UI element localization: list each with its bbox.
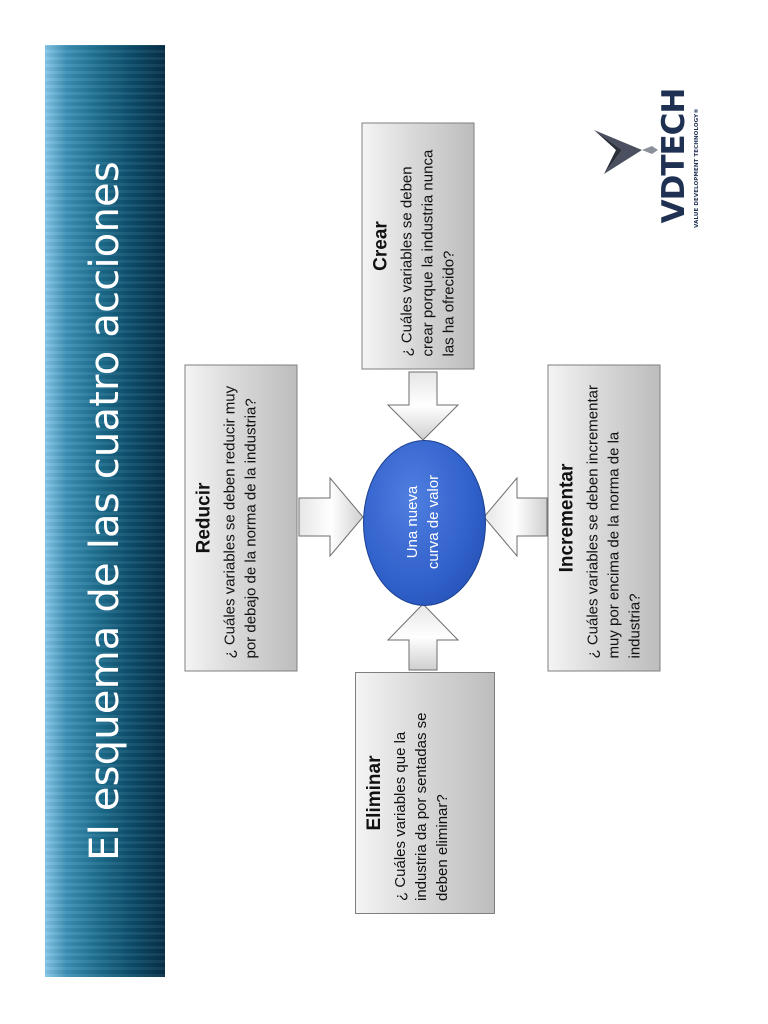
arrow-crear bbox=[386, 371, 460, 441]
title-band: El esquema de las cuatro acciones bbox=[45, 45, 165, 977]
box-incrementar: Incrementar ¿ Cuáles variables se deben … bbox=[547, 364, 661, 672]
box-crear: Crear ¿ Cuáles variables se deben crear … bbox=[361, 122, 475, 370]
box-reducir: Reducir ¿ Cuáles variables se deben redu… bbox=[184, 364, 298, 672]
box-eliminar-text: ¿ Cuáles variables que la industria da p… bbox=[392, 712, 451, 901]
logo-brand: VDTECH bbox=[656, 88, 692, 224]
center-ellipse-label: Una nueva curva de valor bbox=[402, 447, 444, 597]
box-reducir-heading: Reducir bbox=[193, 482, 215, 554]
arrow-reducir bbox=[298, 476, 364, 558]
box-reducir-text: ¿ Cuáles variables se deben reducir muy … bbox=[221, 385, 260, 659]
center-line-2: curva de valor bbox=[425, 474, 442, 570]
chevron-mark-icon bbox=[594, 130, 658, 174]
arrow-incrementar bbox=[483, 476, 548, 558]
center-ellipse bbox=[363, 440, 486, 606]
box-incrementar-text: ¿ Cuáles variables se deben incrementar … bbox=[584, 385, 644, 659]
box-eliminar-heading: Eliminar bbox=[364, 755, 385, 831]
box-incrementar-heading: Incrementar bbox=[556, 463, 578, 573]
arrow-eliminar bbox=[386, 603, 460, 671]
vdtech-logo: VDTECH VALUE DEVELOPMENT TECHNOLOGY® bbox=[588, 88, 713, 248]
box-crear-text: ¿ Cuáles variables se deben crear porque… bbox=[398, 149, 458, 357]
box-eliminar: Eliminar ¿ Cuáles variables que la indus… bbox=[355, 672, 495, 914]
logo-tagline: VALUE DEVELOPMENT TECHNOLOGY® bbox=[694, 108, 700, 228]
center-line-1: Una nueva bbox=[404, 485, 421, 559]
box-crear-heading: Crear bbox=[370, 221, 392, 271]
